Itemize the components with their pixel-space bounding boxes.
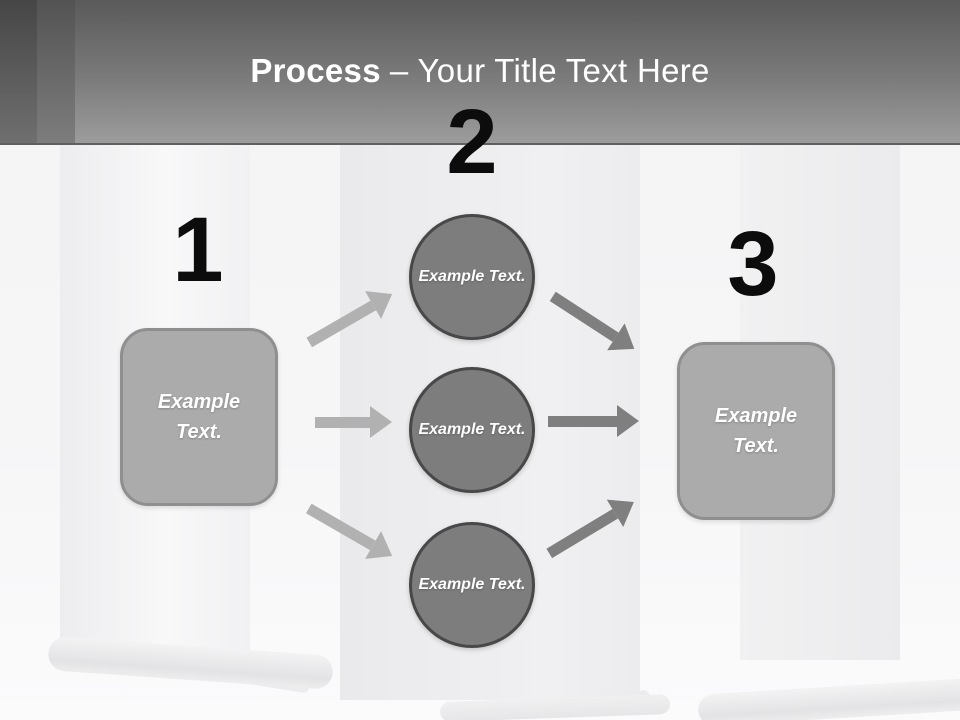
slide-title-dash: – — [389, 52, 409, 89]
step-2-number: 2 — [446, 91, 498, 193]
process-circle-3: Example Text. — [409, 522, 535, 648]
step-3-box: Example Text. — [677, 342, 835, 520]
arrow-circle-2-to-right-icon — [548, 404, 639, 438]
header-accent-stripe-mid — [37, 0, 75, 143]
slide-title: Process–Your Title Text Here — [0, 52, 960, 90]
header-accent-stripe-dark — [0, 0, 37, 143]
step-1-box-label: Example Text. — [157, 391, 241, 443]
process-circle-2-label: Example Text. — [418, 420, 526, 438]
process-circle-1: Example Text. — [409, 214, 535, 340]
arrow-head — [617, 405, 639, 437]
step-1-box: Example Text. — [120, 328, 278, 506]
slide-title-subtitle: Your Title Text Here — [417, 52, 710, 89]
banner-base-right — [697, 677, 960, 720]
arrow-shaft — [315, 416, 370, 428]
arrow-shaft — [548, 415, 617, 427]
process-circle-3-label: Example Text. — [418, 575, 526, 593]
step-3-number: 3 — [727, 213, 779, 315]
process-circle-1-label: Example Text. — [418, 267, 526, 285]
step-1-number: 1 — [172, 199, 224, 301]
process-circle-2: Example Text. — [409, 367, 535, 493]
arrow-head — [370, 406, 392, 438]
slide-title-keyword: Process — [250, 52, 381, 89]
arrow-left-to-circle-2-icon — [315, 405, 392, 439]
step-3-box-label: Example Text. — [714, 405, 798, 457]
title-bar: Process–Your Title Text Here — [0, 0, 960, 145]
